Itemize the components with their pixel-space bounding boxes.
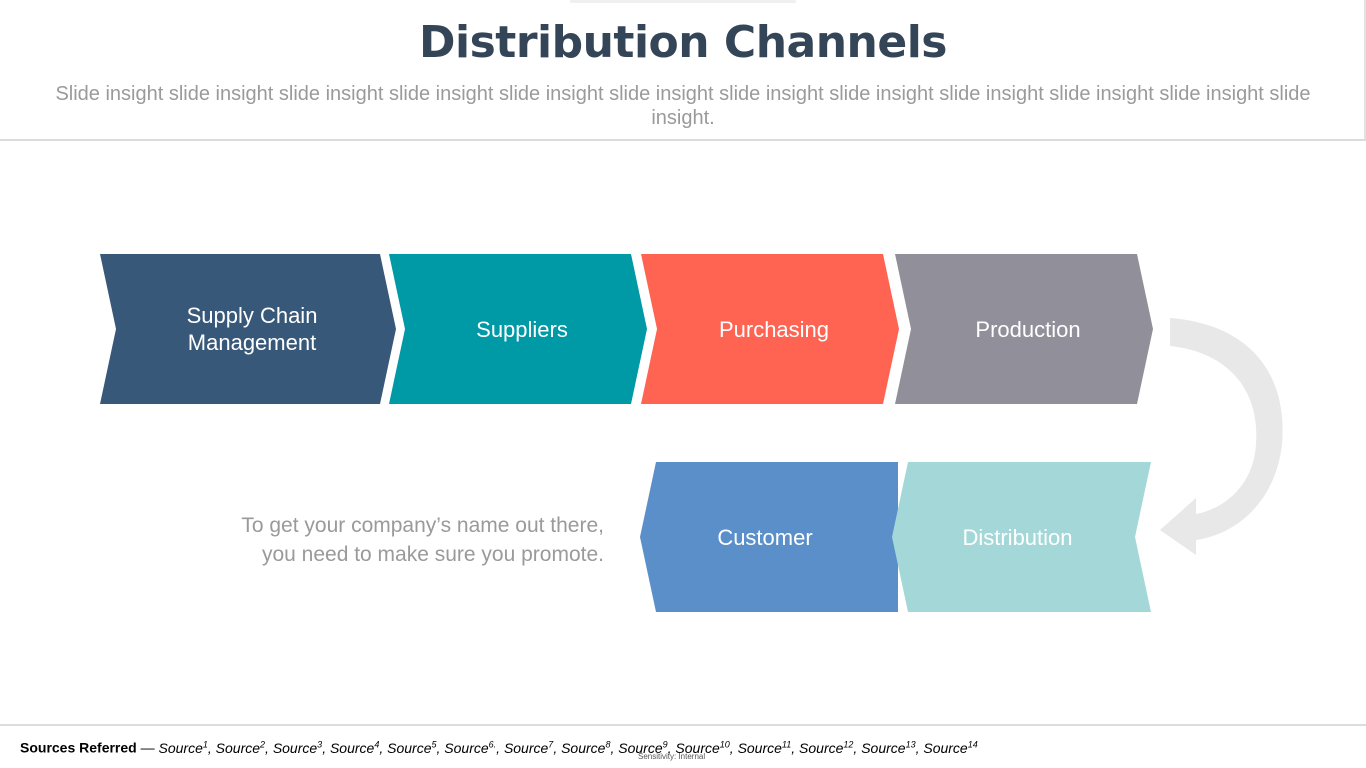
promo-note-line: you need to make sure you promote.: [261, 543, 604, 566]
source-ref[interactable]: Source14: [923, 739, 978, 756]
source-ref[interactable]: Source9,: [618, 739, 676, 756]
step-suppliers: Suppliers: [389, 254, 647, 404]
step-distribution: Distribution: [892, 462, 1151, 612]
source-ref[interactable]: Source7,: [503, 739, 562, 756]
step-label-line: Supply Chain: [186, 303, 318, 328]
step-production: Production: [895, 254, 1153, 404]
source-ref[interactable]: Source13,: [861, 739, 924, 756]
step-supply-chain-management: Supply Chain Management: [100, 254, 396, 404]
curved-arrow-icon: [1160, 318, 1283, 555]
source-ref[interactable]: Source2,: [215, 739, 273, 756]
step-label-line: Production: [975, 316, 1081, 342]
step-customer: Customer: [640, 462, 898, 612]
step-label-line: Customer: [717, 524, 813, 550]
source-ref[interactable]: Source1,: [158, 739, 216, 756]
top-accent-bar: [570, 0, 796, 3]
source-ref[interactable]: Source4,: [329, 739, 388, 756]
footer-divider: [0, 724, 1366, 726]
slide-title: Distribution Channels: [419, 17, 947, 68]
step-label-line: Distribution: [962, 524, 1073, 550]
source-ref[interactable]: Source8,: [561, 739, 619, 756]
sources-label: Sources Referred: [20, 739, 137, 756]
header-side-rule: [1364, 0, 1366, 140]
slide-subtitle: Slide insight slide insight slide insigh…: [55, 83, 1311, 129]
source-ref[interactable]: Source5,: [387, 739, 445, 756]
step-label-line: Management: [187, 330, 317, 355]
sources-dash: —: [136, 739, 159, 756]
step-label-line: Purchasing: [718, 316, 830, 342]
step-label-line: Suppliers: [476, 316, 568, 342]
header-divider: [0, 139, 1366, 141]
promo-note: To get your company’s name out there, yo…: [180, 511, 604, 569]
sensitivity-label: Sensitivity: Internal: [638, 752, 706, 761]
step-purchasing: Purchasing: [641, 254, 899, 404]
promo-note-line: To get your company’s name out there,: [241, 514, 604, 537]
source-ref[interactable]: Source10,: [675, 739, 738, 756]
source-ref[interactable]: Source3,: [272, 739, 330, 756]
source-list: Source1, Source2, Source3, Source4, Sour…: [158, 739, 978, 756]
source-ref[interactable]: Source12,: [799, 739, 862, 756]
sources-referred: Sources Referred — Source1, Source2, Sou…: [20, 739, 978, 756]
source-ref[interactable]: Source11,: [737, 739, 800, 756]
source-ref[interactable]: Source6.,: [444, 739, 504, 756]
